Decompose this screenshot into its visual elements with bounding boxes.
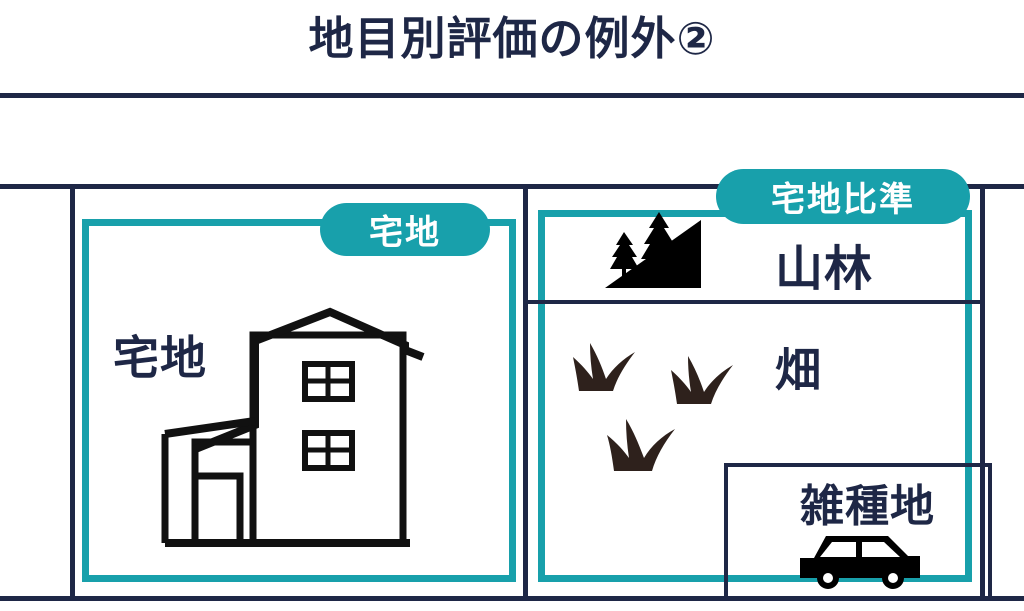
page-title: 地目別評価の例外②	[308, 12, 716, 65]
title-divider-rule	[0, 93, 1024, 98]
label-takuchi: 宅地	[113, 331, 207, 385]
frame-bottom-border	[0, 596, 1024, 601]
frame-middle-divider	[523, 184, 528, 601]
section-divider-sanrin-hatake	[528, 300, 980, 304]
frame-right-divider	[980, 184, 985, 601]
plot-zasshu-boundary	[724, 463, 992, 601]
badge-takuchi: 宅地	[320, 203, 490, 256]
badge-takuchi-hijun: 宅地比準	[716, 169, 970, 224]
frame-left-divider	[70, 184, 75, 601]
forest-hill-icon	[597, 206, 715, 292]
car-icon	[796, 528, 924, 590]
label-hatake: 畑	[775, 343, 822, 397]
grass-icon	[605, 415, 683, 475]
label-sanrin: 山林	[775, 241, 874, 297]
frame-top-border	[0, 184, 1024, 189]
plot-takuchi-boundary	[82, 219, 516, 582]
label-zasshu: 雑種地	[800, 481, 935, 532]
grass-icon	[669, 352, 741, 408]
house-icon	[155, 300, 455, 572]
grass-icon	[571, 339, 643, 395]
